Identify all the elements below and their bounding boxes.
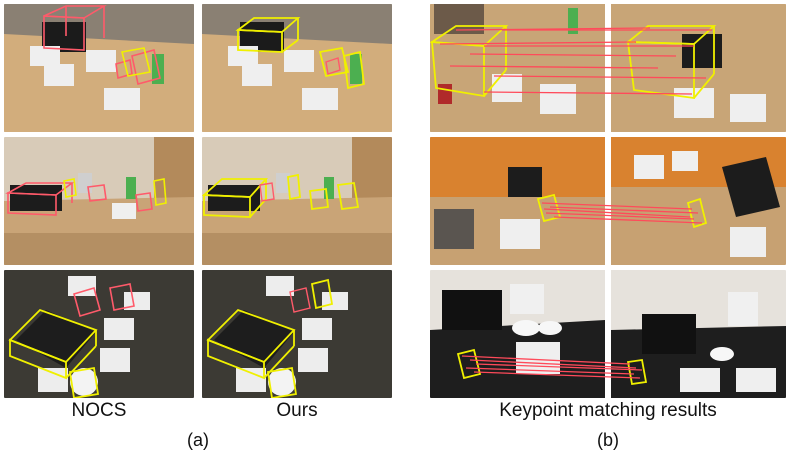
ours-row2-photo [202,137,392,265]
nocs-row1-photo [4,4,194,132]
nocs-row2-photo [4,137,194,265]
match-row2-photo [430,137,786,265]
ours-column-caption: Ours [276,400,318,421]
match-row3-photo [430,270,786,398]
nocs-row3-photo [4,270,194,398]
ours-row1-photo [202,4,392,132]
nocs-column-caption: NOCS [71,400,127,421]
ours-row3-photo [202,270,392,398]
subfigure-b-label: (b) [597,430,619,450]
subfigure-a-label: (a) [187,430,209,450]
keypoint-matching-caption: Keypoint matching results [499,400,717,421]
match-row1-photo [430,4,786,132]
